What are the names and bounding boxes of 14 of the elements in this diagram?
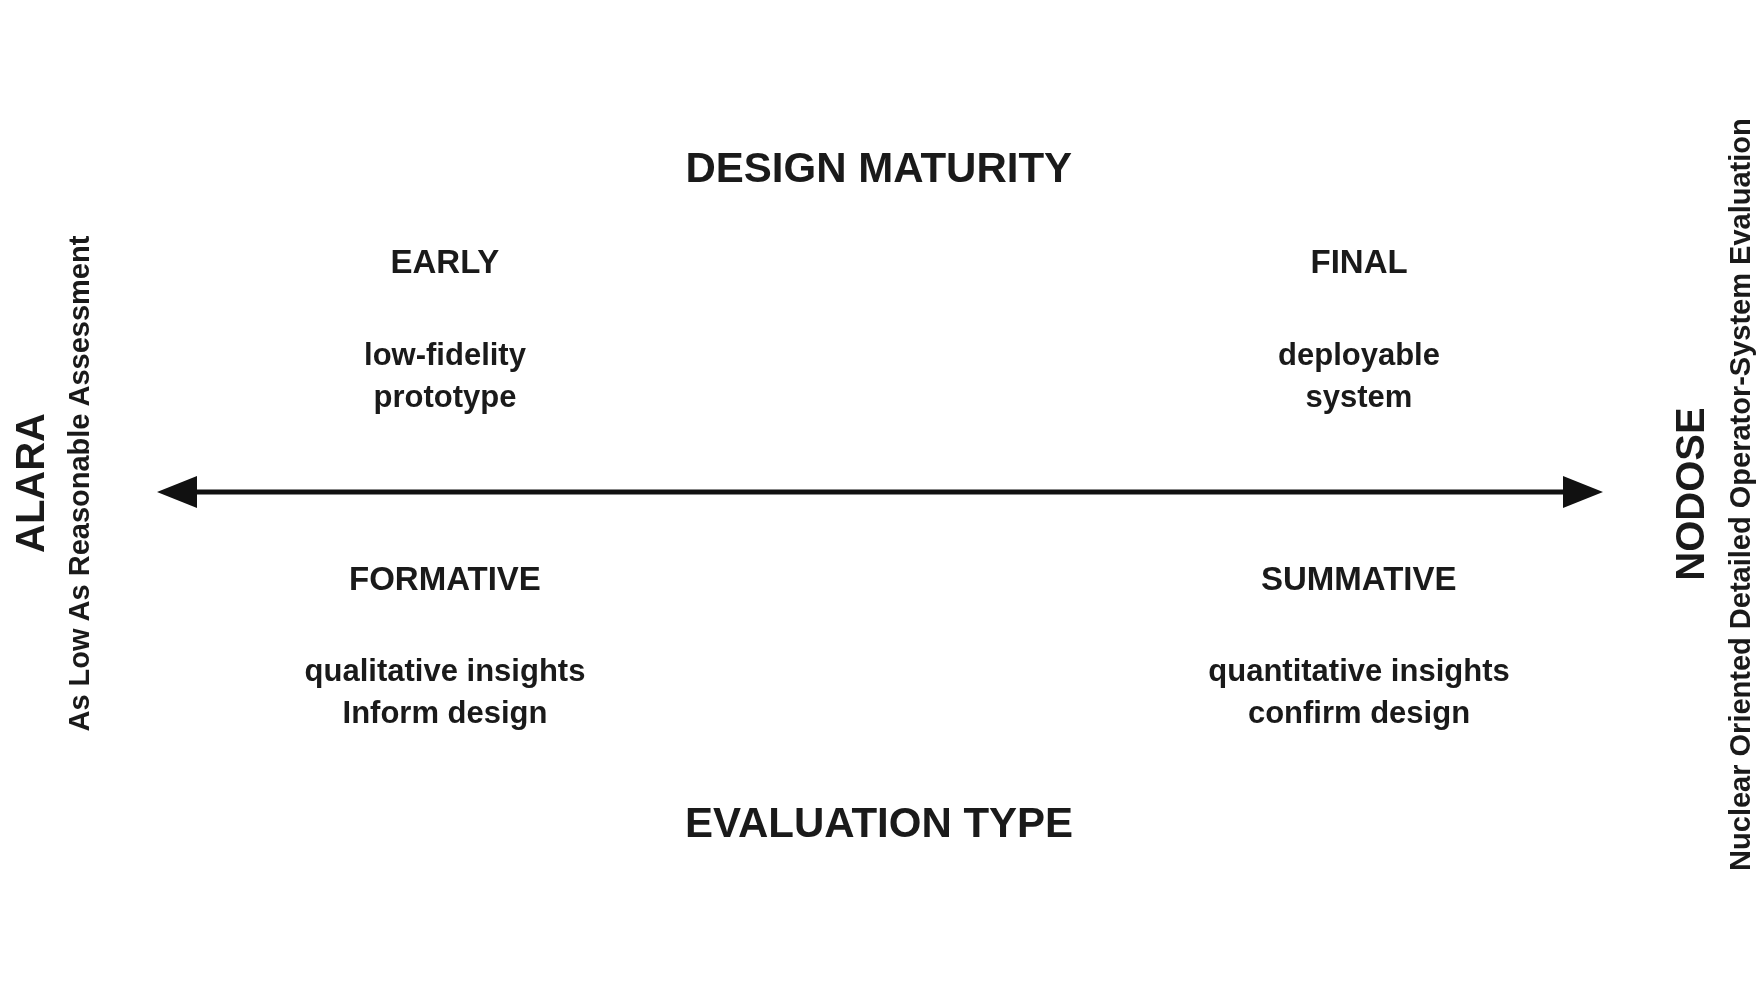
stage-description: low-fidelity prototype — [363, 336, 527, 416]
axis-title: EVALUATION TYPE — [685, 797, 1074, 848]
acronym-expansion: Nuclear Oriented Detailed Operator-System Evaluation — [1722, 117, 1757, 871]
stage-description: deployable system — [1277, 336, 1441, 416]
stage-heading: EARLY — [390, 241, 500, 282]
acronym-heading: NODOSE — [1666, 407, 1713, 581]
axis-title: DESIGN MATURITY — [685, 142, 1073, 193]
stage-heading: FINAL — [1310, 241, 1408, 282]
stage-description: qualitative insights Inform design — [303, 652, 587, 732]
acronym-expansion: As Low As Reasonable Assessment — [62, 235, 97, 731]
stage-description: quantitative insights confirm design — [1207, 652, 1511, 732]
stage-heading: SUMMATIVE — [1261, 558, 1457, 599]
stage-heading: FORMATIVE — [349, 558, 541, 599]
acronym-heading: ALARA — [7, 413, 53, 553]
